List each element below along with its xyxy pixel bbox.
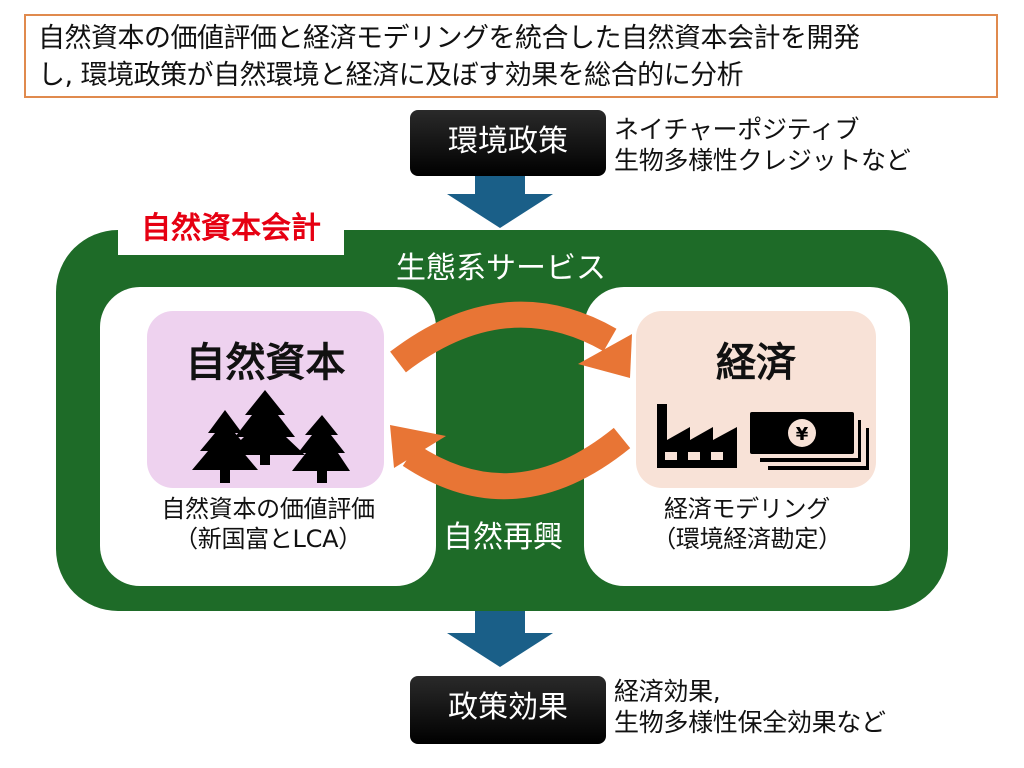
economy-caption-line-2: （環境経済勘定） bbox=[652, 525, 842, 553]
yen-banknotes-icon: ¥ bbox=[750, 412, 869, 470]
factory-icon bbox=[657, 404, 737, 468]
nature-restoration-label: 自然再興 bbox=[443, 520, 563, 555]
economy-caption-line-1: 経済モデリング bbox=[664, 495, 830, 523]
circular-flow-arrows bbox=[390, 301, 632, 500]
svg-text:¥: ¥ bbox=[796, 424, 809, 445]
headline-line-2: し, 環境政策が自然環境と経済に及ぼす効果を総合的に分析 bbox=[38, 60, 744, 91]
policy-effects-box: 政策効果 bbox=[410, 676, 606, 744]
economy-title: 経済 bbox=[716, 340, 796, 386]
environmental-policy-box: 環境政策 bbox=[410, 110, 606, 176]
effects-note-line-1: 経済効果, bbox=[614, 677, 721, 706]
policy-effects-label: 政策効果 bbox=[448, 690, 568, 725]
policy-note-line-1: ネイチャーポジティブ bbox=[614, 115, 860, 144]
economy-caption: 経済モデリング （環境経済勘定） bbox=[594, 494, 900, 554]
natural-capital-title: 自然資本 bbox=[185, 340, 346, 386]
policy-effects-note: 経済効果, 生物多様性保全効果など bbox=[614, 676, 886, 738]
natural-capital-accounting-label: 自然資本会計 bbox=[118, 207, 344, 255]
headline-line-1: 自然資本の価値評価と経済モデリングを統合した自然資本会計を開発 bbox=[38, 23, 860, 54]
down-arrow-icon-top bbox=[447, 176, 553, 228]
natural-capital-caption-line-1: 自然資本の価値評価 bbox=[161, 495, 375, 523]
environmental-policy-label: 環境政策 bbox=[448, 124, 568, 159]
down-arrow-icon-bottom bbox=[447, 611, 553, 667]
effects-note-line-2: 生物多様性保全効果など bbox=[614, 708, 886, 737]
trees-icon bbox=[192, 390, 350, 483]
natural-capital-caption: 自然資本の価値評価 （新国富とLCA） bbox=[110, 494, 426, 554]
environmental-policy-note: ネイチャーポジティブ 生物多様性クレジットなど bbox=[614, 114, 911, 176]
natural-capital-caption-line-2: （新国富とLCA） bbox=[174, 525, 362, 553]
ecosystem-services-arrow-icon bbox=[390, 301, 617, 373]
headline-box: 自然資本の価値評価と経済モデリングを統合した自然資本会計を開発 し, 環境政策が… bbox=[24, 14, 998, 98]
ecosystem-services-label: 生態系サービス bbox=[396, 251, 606, 286]
nature-restoration-arrow-icon bbox=[402, 427, 631, 500]
policy-note-line-2: 生物多様性クレジットなど bbox=[614, 146, 911, 175]
